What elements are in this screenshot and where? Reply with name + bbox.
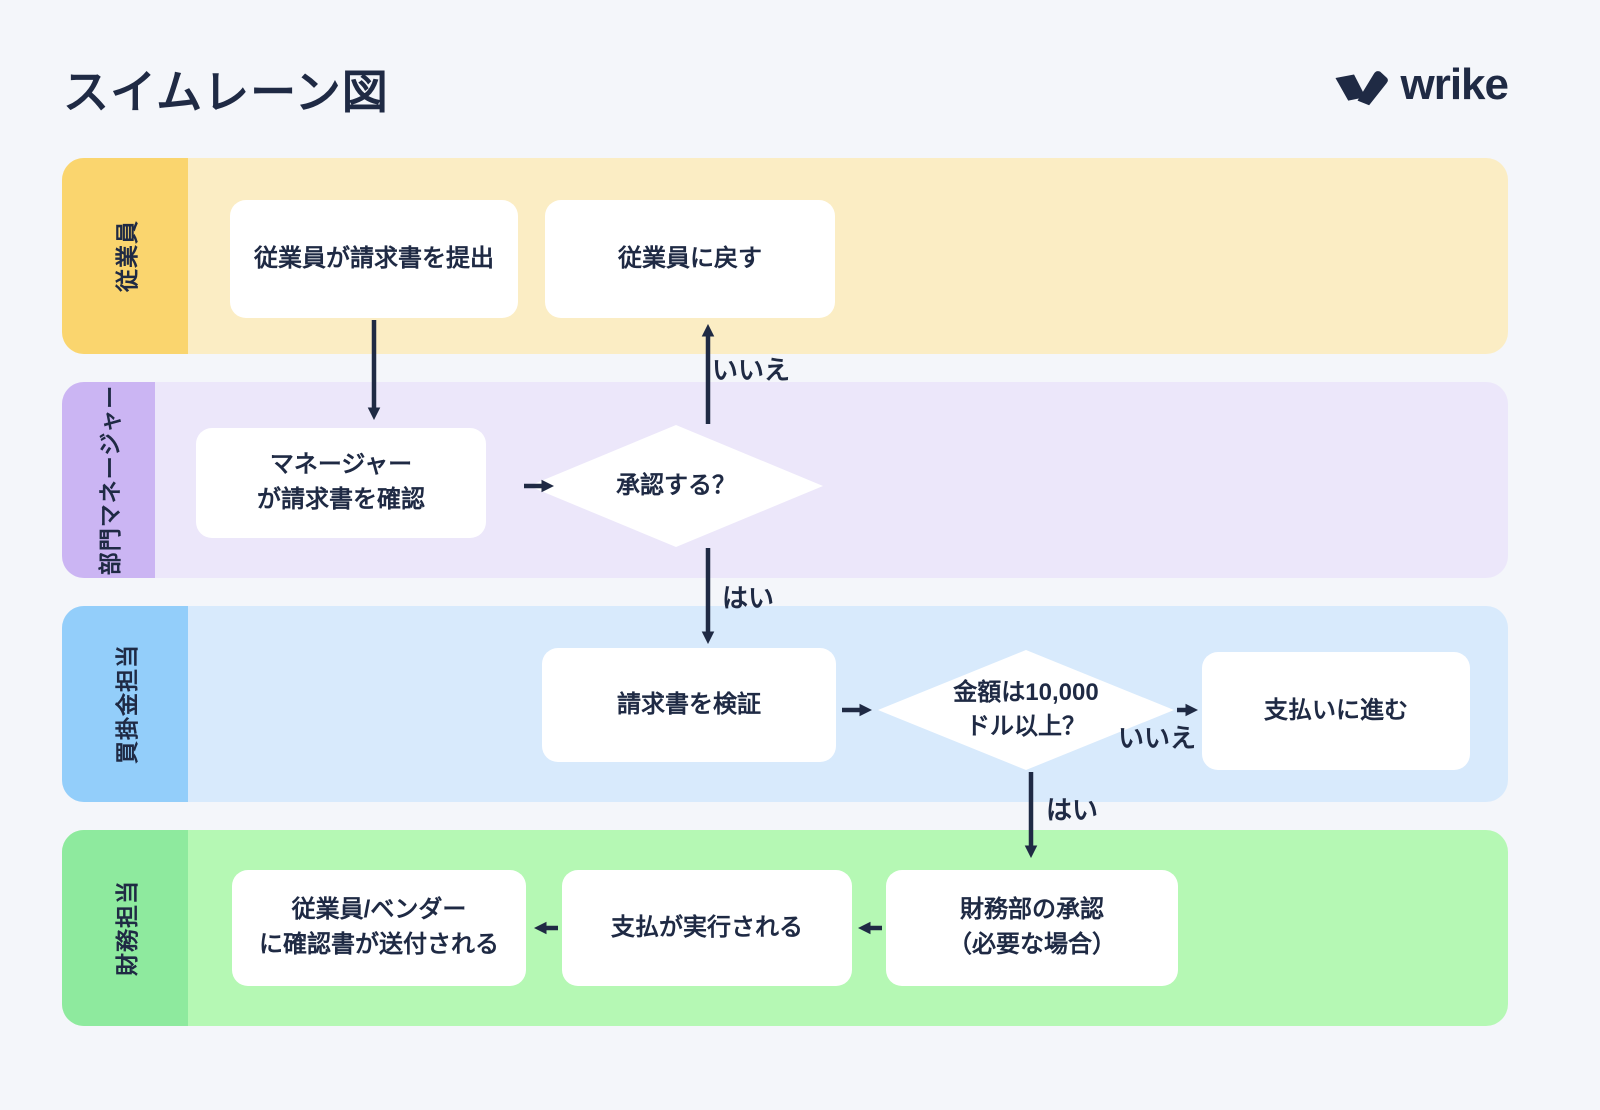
node-submit-invoice: 従業員が請求書を提出: [230, 200, 518, 318]
decision-approve: 承認する？: [529, 425, 823, 547]
edge-label-approve-yes: はい: [722, 583, 775, 613]
node-payment-executed: 支払が実行される: [562, 870, 852, 986]
wrike-checkmark-icon: [1335, 71, 1389, 106]
lane-accounts-payable-label: 買掛金担当: [114, 644, 140, 764]
edge-label-approve-no: いいえ: [712, 355, 791, 385]
node-finance-approval: 財務部の承認 （必要な場合）: [886, 870, 1178, 986]
node-proceed-to-payment: 支払いに進む: [1202, 652, 1470, 770]
lane-finance-header: 財務担当: [62, 830, 188, 1026]
wrike-logo-text: wrike: [1400, 60, 1509, 109]
lane-employee-label: 従業員: [114, 220, 140, 292]
lane-accounts-payable-header: 買掛金担当: [62, 606, 188, 802]
lane-department-manager-header: 部門マネージャー: [62, 382, 155, 578]
node-validate-invoice: 請求書を検証: [542, 648, 836, 762]
node-manager-review: マネージャー が請求書を確認: [196, 428, 486, 538]
edge-label-amount-yes: はい: [1046, 795, 1099, 825]
lane-employee-header: 従業員: [62, 158, 188, 354]
lane-finance-label: 財務担当: [114, 880, 140, 976]
node-return-to-employee: 従業員に戻す: [545, 200, 835, 318]
page-title: スイムレーン図: [63, 66, 389, 118]
node-confirmation-sent: 従業員/ベンダー に確認書が送付される: [232, 870, 526, 986]
decision-amount-over-10000: 金額は10,000 ドル以上？: [878, 650, 1174, 770]
wrike-logo: wrike: [1332, 60, 1509, 110]
lane-department-manager-label: 部門マネージャー: [97, 384, 124, 576]
edge-label-amount-no: いいえ: [1118, 723, 1197, 753]
